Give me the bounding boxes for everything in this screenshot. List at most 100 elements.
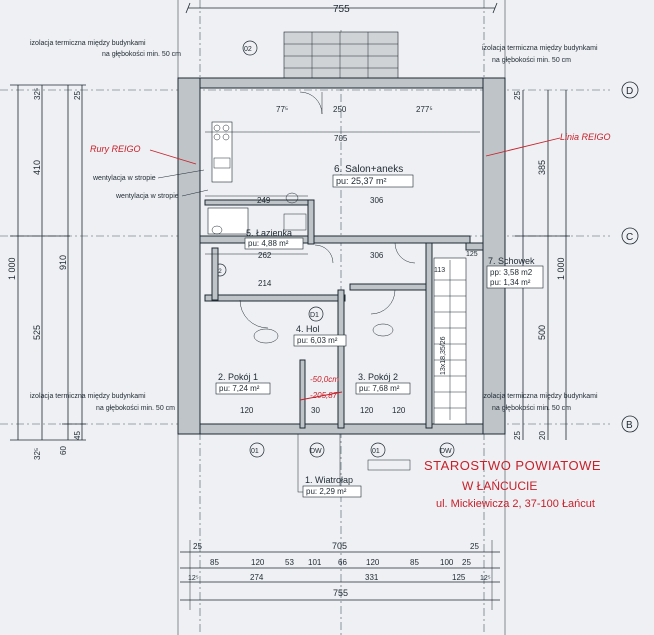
left-dim-25: 25 [73,91,82,100]
left-dim-60: 60 [59,446,68,455]
svg-text:DW: DW [440,448,452,455]
stairs: 13x18,35/26 [433,257,467,425]
kitchen-fixtures [211,121,233,183]
stamp-line-3: ul. Mickiewicza 2, 37-100 Łańcut [436,498,595,510]
room-salon-name: 6. Salon+aneks [334,164,403,175]
bottom-row1-c: 25 [470,542,479,551]
svg-text:120: 120 [360,406,374,415]
note-insulation-bottom-right: izolacja termiczna między budynkami [482,393,598,400]
right-dim-25b: 25 [513,431,522,440]
svg-text:85: 85 [210,558,219,567]
room-store-pp: pp: 3,58 m2 [490,268,533,277]
note-depth-bottom-left: na głębokości min. 50 cm [96,405,175,412]
svg-text:DW: DW [310,448,322,455]
room-bath-name: 5. Łazienka [246,228,292,238]
note-vent-2: wentylacja w stropie [115,193,179,200]
svg-text:100: 100 [440,558,454,567]
room-labels: 6. Salon+aneks pu: 25,37 m² 5. Łazienka … [215,164,544,498]
svg-text:12⁵: 12⁵ [480,575,491,582]
left-dim-910: 910 [58,255,68,270]
axis-C: C [626,232,633,243]
svg-text:120: 120 [366,558,380,567]
inner-dimensions: 705 249 306 262 214 306 250 277⁵ 77⁵ 120… [205,105,480,415]
left-dimensions: 1 000 410 525 910 32⁵ 25 45 60 32⁵ [7,84,86,460]
handwritten-reigo-right: Linia REIGO [560,132,611,142]
door-swings [239,91,416,344]
bottom-dimensions: 25 705 25 85 120 53 101 66 120 85 100 25… [180,540,500,610]
svg-text:101: 101 [308,558,322,567]
svg-text:12⁵: 12⁵ [188,575,199,582]
left-dim-525: 525 [32,325,42,340]
bath-fixtures [207,192,307,235]
right-dim-20: 20 [538,431,547,440]
handwritten-annotations: Rury REIGO Linia REIGO -50,0cm -205,87 [90,132,611,401]
right-dim-385: 385 [537,160,547,175]
svg-text:66: 66 [338,558,347,567]
room-salon-area: pu: 25,37 m² [336,176,387,186]
left-dim-325b: 32⁵ [33,448,42,460]
left-dim-325a: 32⁵ [33,88,42,100]
left-dim-45: 45 [73,431,82,440]
svg-text:02: 02 [244,46,252,53]
svg-text:30: 30 [311,406,320,415]
handwritten-reigo-left: Rury REIGO [90,144,141,154]
room-vest-name: 1. Wiatrołap [305,475,353,485]
handwritten-level-1: -50,0cm [310,375,339,384]
svg-text:01: 01 [251,448,259,455]
stamp-line-2: W ŁAŃCUCIE [462,478,537,493]
right-dimensions: 1 000 385 500 25 20 25 [513,90,570,440]
right-outer-dim: 1 000 [556,257,566,280]
room-store-pu: pu: 1,34 m² [490,278,531,287]
svg-text:02: 02 [215,269,222,275]
svg-text:705: 705 [334,134,348,143]
svg-text:120: 120 [251,558,265,567]
svg-text:306: 306 [370,196,384,205]
svg-text:25: 25 [462,558,471,567]
svg-text:77⁵: 77⁵ [276,105,288,114]
right-dim-25a: 25 [513,91,522,100]
svg-text:53: 53 [285,558,294,567]
outer-walls [177,77,506,435]
bottom-total-dim: 755 [333,588,348,598]
svg-text:250: 250 [333,105,347,114]
note-depth-top-right: na głębokości min. 50 cm [492,57,571,64]
top-dimensions: 755 [185,2,498,15]
axis-row-markers: D C B [621,81,639,433]
note-depth-top-left: na głębokości min. 50 cm [102,51,181,58]
svg-text:85: 85 [410,558,419,567]
svg-text:249: 249 [257,196,271,205]
svg-text:274: 274 [250,573,264,582]
room-vest-area: pu: 2,29 m² [306,487,347,496]
note-vent-1: wentylacja w stropie [92,175,156,182]
room-bath-area: pu: 4,88 m² [248,239,289,248]
bottom-row1-a: 25 [193,542,202,551]
stamp: STAROSTWO POWIATOWE W ŁAŃCUCIE ul. Micki… [424,458,601,510]
note-insulation-top-right: izolacja termiczna między budynkami [482,45,598,52]
left-outer-dim: 1 000 [7,257,17,280]
svg-text:113: 113 [434,267,445,274]
top-total-dim: 755 [333,4,350,15]
axis-B: B [626,420,633,431]
svg-text:262: 262 [258,251,272,260]
note-depth-bottom-right: na głębokości min. 50 cm [492,405,571,412]
note-insulation-top-left: izolacja termiczna między budynkami [30,40,146,47]
right-dim-500: 500 [537,325,547,340]
svg-text:277⁵: 277⁵ [416,105,433,114]
room-hall-name: 4. Hol [296,324,320,334]
svg-text:01: 01 [372,448,380,455]
room-2-name: 3. Pokój 2 [358,372,398,382]
svg-text:120: 120 [240,406,254,415]
axis-D: D [626,86,633,97]
svg-text:214: 214 [258,279,272,288]
stamp-line-1: STAROSTWO POWIATOWE [424,458,601,473]
svg-text:D1: D1 [310,312,319,319]
room-2-area: pu: 7,68 m² [359,384,400,393]
room-hall-area: pu: 6,03 m² [297,336,338,345]
left-dim-410: 410 [32,160,42,175]
note-insulation-bottom-left: izolacja termiczna między budynkami [30,393,146,400]
svg-text:125: 125 [452,573,466,582]
chimney-block [283,31,399,79]
svg-text:125: 125 [466,251,478,258]
